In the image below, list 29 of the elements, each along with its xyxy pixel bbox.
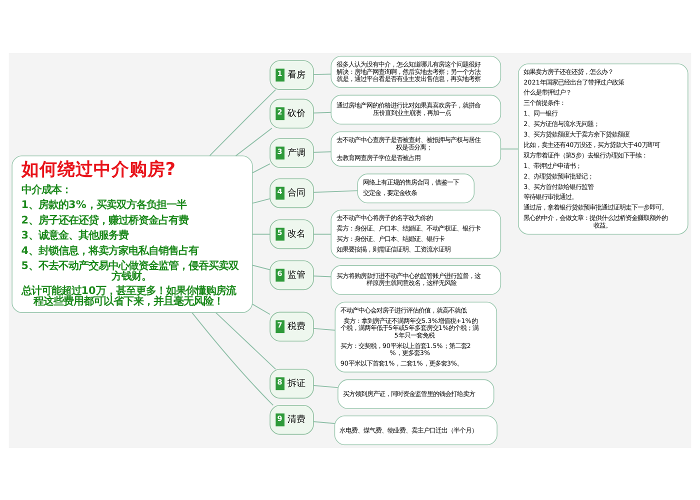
connector [313,384,338,388]
connector [313,190,358,192]
connector [252,198,270,204]
node-box: 5 改名 [270,218,314,249]
node-box: 2 砍价 [270,98,314,128]
node-box: 3 产调 [270,138,314,168]
connector [252,303,270,314]
node-box: 1 看房 [270,60,314,90]
connector [313,111,332,113]
connector [313,73,332,75]
connector [500,148,519,150]
connector [313,150,332,152]
connector [192,312,274,406]
connector [252,233,270,234]
node-box: 6 监管 [270,260,314,290]
node-box: 如何绕过中介购房? 中介成本： 1、房款的3%，买卖双方各负担一半 2、房子还在还贷，赚过桥资金占有费 3、诚意金、其他服务费 4、封锁信息，将卖方家电私自销售占有 5、不去不动产交易中心做资金监管，侵吞买卖双方钱财。 总计可能超过10万，甚至更多！如果你懂购房流程这些费用都可以省下来，并且毫无风险！ [12,154,253,312]
connector [313,275,332,277]
connector [209,88,276,156]
connector [313,420,336,424]
node-box: 7 税费 [270,311,314,342]
connector [235,127,272,156]
node-box: 8 拆证 [270,368,314,398]
connector [313,327,336,330]
connector [313,233,332,234]
connector [252,264,270,270]
connector [252,162,270,173]
node-box: 4 合同 [270,178,314,208]
node-box: 9 清费 [270,404,314,434]
connector [215,312,276,370]
